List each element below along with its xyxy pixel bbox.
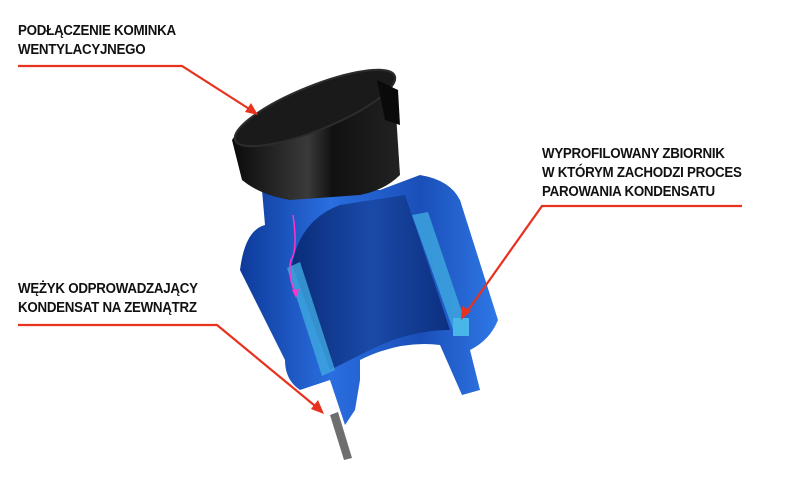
arrowhead-vent-icon	[245, 103, 258, 115]
condensate-flow-arrow	[289, 214, 297, 296]
leader-line-hose	[18, 323, 321, 411]
label-line: WENTYLACYJNEGO	[18, 42, 146, 58]
vent-pipe	[232, 68, 400, 200]
label-reservoir: WYPROFILOWANY ZBIORNIK W KTÓRYM ZACHODZI…	[542, 145, 742, 202]
label-line: KONDENSAT NA ZEWNĄTRZ	[18, 300, 197, 316]
arrowhead-hose-icon	[311, 400, 324, 414]
arrowhead-reservoir-icon	[461, 306, 471, 320]
label-vent-connection: PODŁĄCZENIE KOMINKA WENTYLACYJNEGO	[18, 22, 176, 60]
label-line: WĘŻYK ODPROWADZAJĄCY	[18, 281, 198, 297]
drain-hose	[330, 412, 352, 460]
label-line: W KTÓRYM ZACHODZI PROCES	[542, 165, 742, 181]
leader-line-reservoir	[463, 204, 742, 317]
label-drain-hose: WĘŻYK ODPROWADZAJĄCY KONDENSAT NA ZEWNĄT…	[18, 280, 198, 318]
label-line: PAROWANIA KONDENSATU	[542, 184, 715, 200]
label-line: WYPROFILOWANY ZBIORNIK	[542, 146, 725, 162]
label-line: PODŁĄCZENIE KOMINKA	[18, 23, 176, 39]
flow-arrowhead-icon	[292, 289, 299, 298]
adapter-body	[240, 175, 498, 425]
leader-line-vent	[18, 64, 255, 113]
